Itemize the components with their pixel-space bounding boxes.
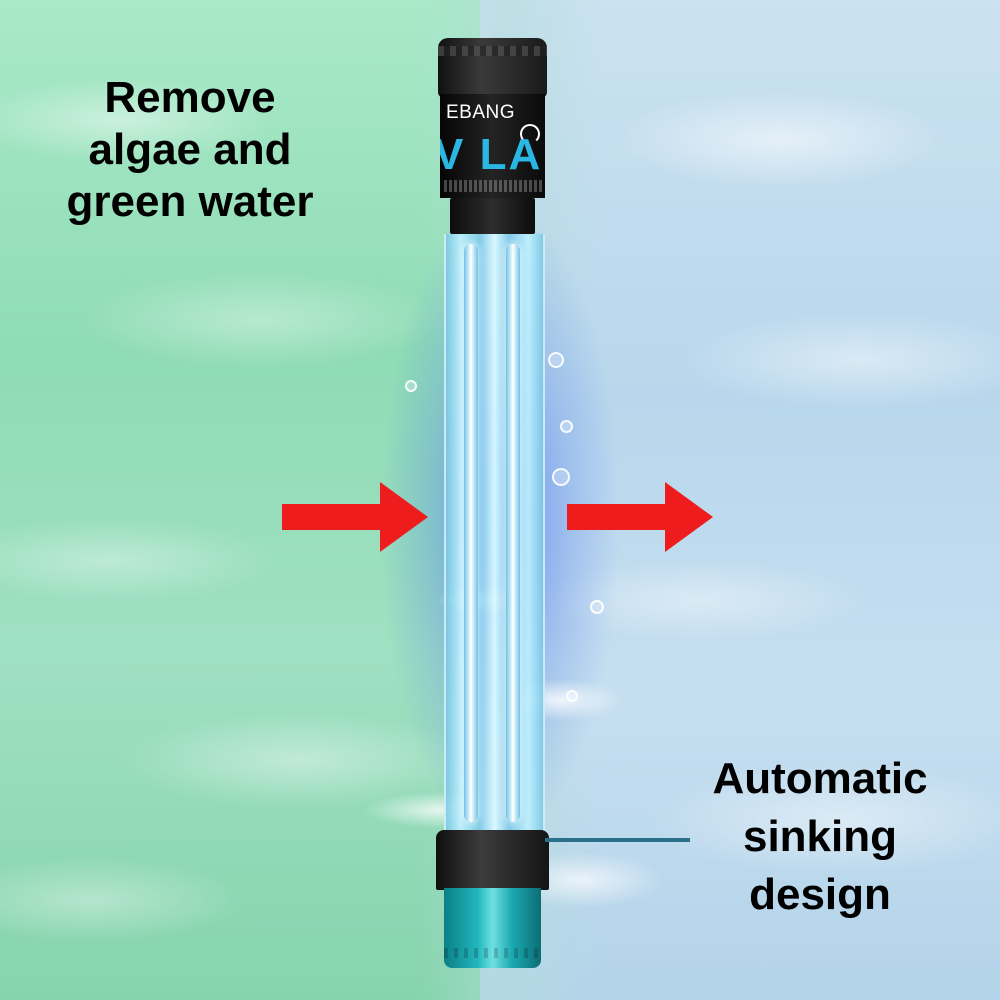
outflow-arrow-icon — [567, 482, 713, 552]
lamp-collar — [450, 198, 535, 234]
callout-line: Automatic — [712, 754, 928, 803]
fine-print — [444, 180, 544, 192]
headline-line: green water — [66, 177, 314, 226]
brand-swirl-icon — [520, 124, 540, 144]
uv-bulb — [464, 244, 478, 822]
uv-bulb — [506, 244, 520, 822]
bubble — [566, 690, 578, 702]
callout-leader-line — [545, 838, 690, 842]
quartz-tube — [444, 234, 545, 834]
lamp-sinking-base — [444, 888, 541, 968]
headline: Remove algae and green water — [20, 72, 360, 228]
headline-line: Remove — [104, 73, 276, 122]
lamp-label: EBANG V LAM — [440, 94, 545, 198]
bubble — [590, 600, 604, 614]
uv-lamp: EBANG V LAM — [436, 38, 549, 968]
callout-line: design — [749, 870, 891, 919]
brand-logo: EBANG — [446, 102, 516, 123]
inflow-arrow-icon — [282, 482, 428, 552]
callout-line: sinking — [742, 812, 898, 861]
bubble — [405, 380, 417, 392]
callout: Automatic sinking design — [690, 750, 950, 924]
lamp-bottom-cap — [436, 830, 549, 890]
lamp-top-cap — [438, 38, 547, 98]
bubble — [552, 468, 570, 486]
lamp-label-text: V LAM — [440, 130, 545, 179]
headline-line: algae and — [88, 125, 292, 174]
bubble — [548, 352, 564, 368]
bubble — [560, 420, 573, 433]
